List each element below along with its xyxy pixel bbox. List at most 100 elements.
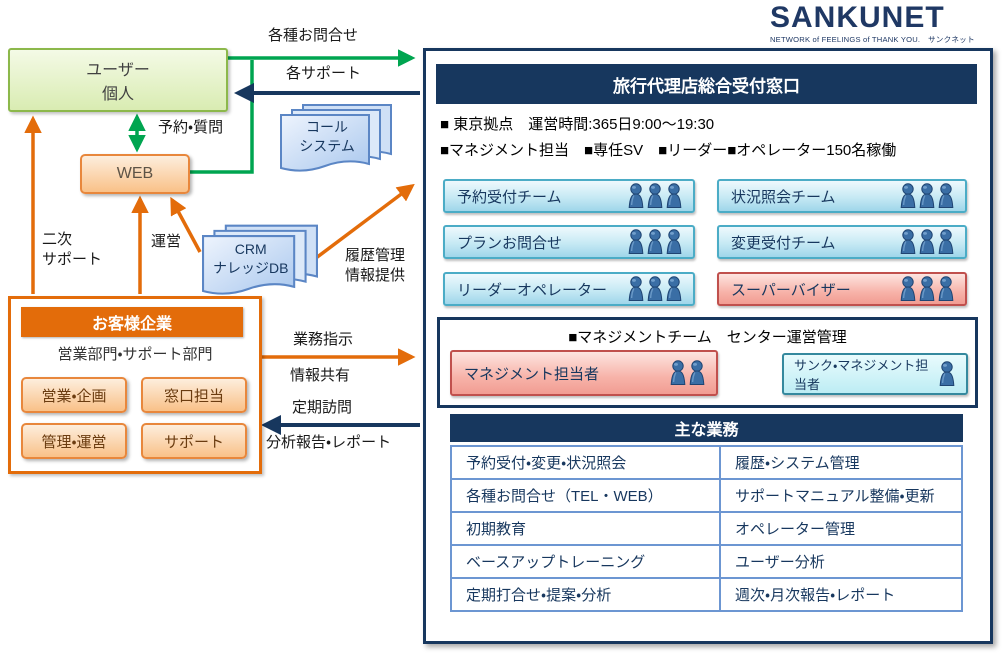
team-change-reception: 変更受付チーム	[717, 225, 967, 259]
label-visit: 定期訪問	[292, 399, 353, 416]
person-icon	[919, 276, 935, 301]
person-icon	[670, 360, 686, 385]
table-cell: ベースアップトレーニング	[450, 544, 721, 579]
person-icon	[900, 229, 916, 254]
team-status-inquiry: 状況照会チーム	[717, 179, 967, 213]
label-report: 分析報告・レポート	[266, 434, 392, 451]
panel-title: 旅行代理店総合受付窓口	[436, 64, 977, 104]
label-support: 各サポート	[286, 65, 362, 82]
web-box: WEB	[80, 154, 190, 194]
logo: SANKUNET NETWORK of FEELINGS of THANK YO…	[770, 3, 1000, 45]
person-icons	[627, 276, 683, 302]
info-line-1: ■ 東京拠点 運営時間:365日9:00～19:30	[440, 116, 715, 133]
person-icons	[938, 361, 956, 387]
table-cell: オペレーター管理	[719, 511, 963, 546]
team-supervisor: スーパーバイザー	[717, 272, 967, 306]
team-leader-operator: リーダーオペレーター	[443, 272, 695, 306]
team-label: スーパーバイザー	[731, 281, 851, 299]
person-icons	[899, 183, 955, 209]
person-icon	[647, 276, 663, 301]
team-reservation: 予約受付チーム	[443, 179, 695, 213]
dept-contact: 窓口担当	[141, 377, 247, 413]
dept-support: サポート	[141, 423, 247, 459]
person-icon	[919, 183, 935, 208]
table-cell: 各種お問合せ（TEL・WEB）	[450, 478, 721, 513]
label-operation: 運営	[151, 233, 182, 250]
person-icon	[647, 183, 663, 208]
table-row: ベースアップトレーニング ユーザー分析	[450, 544, 963, 579]
team-plan-inquiry: プランお問合せ	[443, 225, 695, 259]
person-icons	[899, 229, 955, 255]
customer-company-box: お客様企業 営業部門・サポート部門 営業・企画 窓口担当 管理・運営 サポート	[8, 296, 262, 474]
table-row: 予約受付・変更・状況照会 履歴・システム管理	[450, 445, 963, 480]
team-label: マネジメント担当者	[464, 365, 600, 383]
table-row: 初期教育 オペレーター管理	[450, 511, 963, 546]
dept-sales-planning: 営業・企画	[21, 377, 127, 413]
user-individual-box: ユーザー 個人	[8, 48, 228, 112]
customer-company-title: お客様企業	[21, 307, 243, 337]
management-team-box: ■マネジメントチーム センター運営管理 マネジメント担当者 サンク・マネジメント…	[437, 317, 978, 408]
call-system-label: コール システム	[299, 119, 355, 154]
team-label: 予約受付チーム	[457, 188, 562, 206]
label-inquiries: 各種お問合せ	[268, 27, 359, 44]
person-icon	[689, 360, 705, 385]
table-cell: 定期打合せ・提案・分析	[450, 577, 721, 612]
table-cell: 週次・月次報告・レポート	[719, 577, 963, 612]
person-icon	[919, 229, 935, 254]
document-stack-icon	[280, 104, 392, 172]
team-label: 状況照会チーム	[731, 188, 836, 206]
arrow-crm-web	[170, 196, 202, 253]
table-cell: サポートマニュアル整備・更新	[719, 478, 963, 513]
sank-management-staff-box: サンク・マネジメント担当者	[782, 353, 968, 395]
person-icon	[628, 276, 644, 301]
label-secondary-support: 二次 サポート	[42, 231, 103, 268]
table-cell: 予約受付・変更・状況照会	[450, 445, 721, 480]
person-icons	[899, 276, 955, 302]
person-icon	[900, 276, 916, 301]
dept-admin-operation: 管理・運営	[21, 423, 127, 459]
logo-wordmark: SANKUNET	[770, 1, 945, 34]
info-line-2: ■マネジメント担当 ■専任SV ■リーダー■オペレーター150名稼働	[440, 142, 897, 159]
call-system-stack: コール システム	[280, 104, 392, 178]
management-header: ■マネジメントチーム センター運営管理	[568, 329, 847, 346]
person-icons	[627, 229, 683, 255]
table-cell: 履歴・システム管理	[719, 445, 963, 480]
reception-center-panel: 旅行代理店総合受付窓口 ■ 東京拠点 運営時間:365日9:00～19:30 ■…	[423, 48, 993, 644]
customer-company-subtitle: 営業部門・サポート部門	[57, 346, 213, 363]
label-reserve-question: 予約・質問	[158, 119, 224, 136]
management-staff-box: マネジメント担当者	[450, 350, 718, 396]
person-icon	[628, 183, 644, 208]
label-instruction: 業務指示	[293, 331, 354, 348]
person-icon	[900, 183, 916, 208]
document-stack-icon	[202, 224, 318, 295]
person-icon	[938, 183, 954, 208]
team-label: リーダーオペレーター	[457, 281, 608, 299]
table-cell: ユーザー分析	[719, 544, 963, 579]
person-icon	[939, 361, 955, 386]
person-icon	[938, 276, 954, 301]
person-icon	[647, 229, 663, 254]
person-icon	[666, 229, 682, 254]
person-icon	[628, 229, 644, 254]
table-row: 定期打合せ・提案・分析 週次・月次報告・レポート	[450, 577, 963, 612]
crm-db-stack: CRM ナレッジDB	[202, 224, 318, 302]
label-history-info: 履歴管理 情報提供	[345, 247, 406, 284]
main-business-table: 予約受付・変更・状況照会 履歴・システム管理 各種お問合せ（TEL・WEB） サ…	[450, 445, 963, 612]
label-sharing: 情報共有	[290, 367, 351, 384]
arrow-history	[314, 183, 415, 260]
main-business-section: 主な業務 予約受付・変更・状況照会 履歴・システム管理 各種お問合せ（TEL・W…	[450, 414, 963, 612]
table-row: 各種お問合せ（TEL・WEB） サポートマニュアル整備・更新	[450, 478, 963, 513]
person-icon	[666, 183, 682, 208]
team-label: 変更受付チーム	[731, 234, 836, 252]
person-icon	[666, 276, 682, 301]
team-label: プランお問合せ	[457, 234, 563, 252]
main-business-title: 主な業務	[450, 414, 963, 442]
team-label: サンク・マネジメント担当者	[794, 358, 929, 392]
table-cell: 初期教育	[450, 511, 721, 546]
person-icons	[627, 183, 683, 209]
person-icons	[669, 360, 706, 386]
person-icon	[938, 229, 954, 254]
logo-tagline: NETWORK of FEELINGS of THANK YOU. サンクネット	[770, 35, 975, 44]
